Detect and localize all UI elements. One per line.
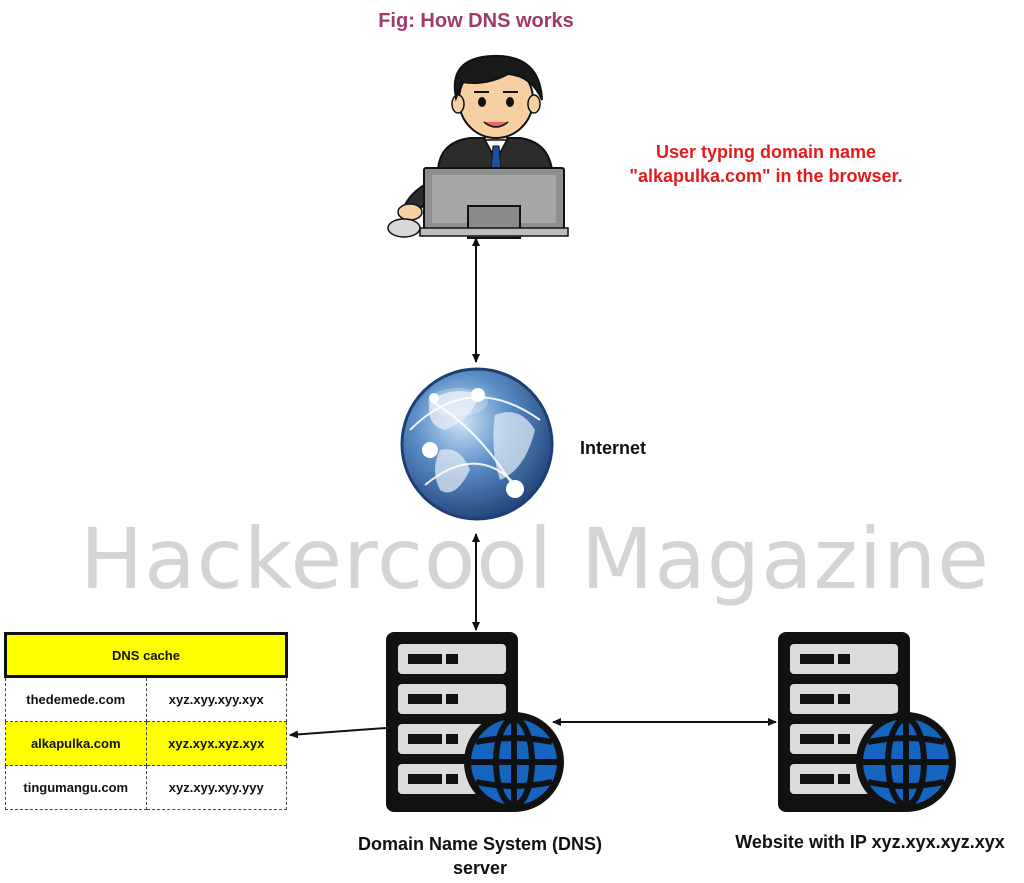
table-row: thedemede.com xyz.xyy.xyy.xyx [5, 676, 287, 722]
cache-domain-cell: alkapulka.com [5, 721, 147, 766]
user-at-computer-icon [387, 54, 569, 239]
internet-globe-icon [400, 367, 554, 521]
user-caption-line2: "alkapulka.com" in the browser. [629, 166, 903, 186]
dns-server-label-line1: Domain Name System (DNS) [357, 834, 603, 854]
user-caption-line1: User typing domain name [655, 142, 877, 162]
internet-label: Internet [580, 438, 647, 458]
dns-server-label: Domain Name System (DNS) server [330, 832, 630, 880]
watermark-text: Hackercool Magazine [80, 510, 990, 608]
dns-cache-table: DNS cache thedemede.com xyz.xyy.xyy.xyx … [4, 632, 288, 810]
arrow-dns-cache [289, 727, 387, 739]
cache-ip-cell: xyz.xyy.xyy.yyy [145, 765, 287, 810]
cache-ip-cell: xyz.xyx.xyz.xyx [145, 721, 287, 766]
table-row-highlighted: alkapulka.com xyz.xyx.xyz.xyx [5, 721, 287, 766]
dns-server-label-line2: server [452, 858, 508, 878]
cache-ip-cell: xyz.xyy.xyy.xyx [145, 676, 287, 722]
user-caption: User typing domain name "alkapulka.com" … [596, 140, 936, 188]
dns-server-icon [386, 632, 564, 812]
dns-globe-icon [464, 712, 564, 812]
cache-domain-cell: thedemede.com [5, 676, 147, 722]
website-server-icon [778, 632, 956, 812]
website-label: Website with IP xyz.xyx.xyz.xyx [735, 832, 1005, 852]
dns-cache-header: DNS cache [4, 632, 288, 678]
website-globe-icon [856, 712, 956, 812]
cache-domain-cell: tingumangu.com [5, 765, 147, 810]
table-row: tingumangu.com xyz.xyy.xyy.yyy [5, 765, 287, 810]
figure-title: Fig: How DNS works [378, 10, 574, 32]
